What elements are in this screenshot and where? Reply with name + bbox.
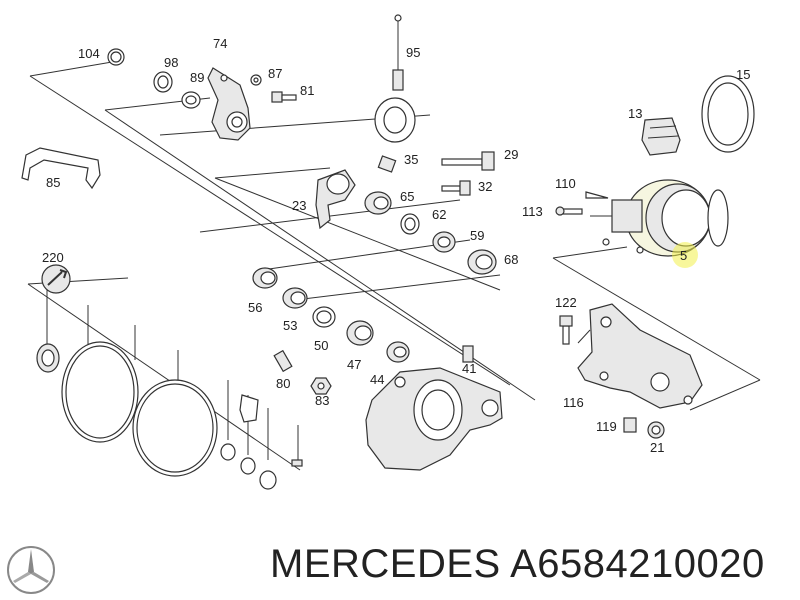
callout-119: 119 <box>596 419 617 434</box>
part-seal-rings-kit <box>36 341 303 490</box>
part-83-nut <box>310 377 332 395</box>
callout-41: 41 <box>462 361 476 376</box>
part-116-mounting-bracket <box>577 303 703 409</box>
part-13-boot <box>641 117 681 156</box>
callout-80: 80 <box>276 376 290 391</box>
callout-13: 13 <box>628 106 642 121</box>
callout-15: 15 <box>736 67 750 82</box>
part-81-bolt <box>271 91 297 103</box>
part-74-slack-adjuster <box>207 67 251 141</box>
callout-87: 87 <box>268 66 282 81</box>
part-housing-cover <box>365 367 503 471</box>
part-113-pin <box>555 206 583 216</box>
part-56-bushing <box>252 267 278 289</box>
callout-81: 81 <box>300 83 314 98</box>
callout-44: 44 <box>370 372 384 387</box>
part-110-pin <box>585 191 609 199</box>
part-35-fitting <box>377 155 397 173</box>
part-85-bracket <box>21 147 101 190</box>
part-number-title: MERCEDES A6584210020 <box>270 542 765 586</box>
callout-83: 83 <box>315 393 329 408</box>
part-220-kit-icon <box>41 264 71 294</box>
callout-29: 29 <box>504 147 518 162</box>
callout-35: 35 <box>404 152 418 167</box>
part-95-sensor <box>374 14 416 143</box>
part-122-bolt <box>559 315 573 345</box>
part-87-washer <box>250 74 262 86</box>
callout-56: 56 <box>248 300 262 315</box>
callout-59: 59 <box>470 228 484 243</box>
callout-50: 50 <box>314 338 328 353</box>
callout-122: 122 <box>555 295 577 310</box>
part-50-ring <box>312 306 336 328</box>
part-47-bushing <box>346 320 374 346</box>
part-80-pin <box>273 349 293 373</box>
part-29-bolt <box>441 151 495 171</box>
callout-113: 113 <box>522 204 543 219</box>
callout-220: 220 <box>42 250 64 265</box>
callout-74: 74 <box>213 36 227 51</box>
part-5-brake-chamber <box>590 179 729 257</box>
part-41-nipple <box>462 345 474 363</box>
part-62-ring <box>400 213 420 235</box>
callout-104: 104 <box>78 46 100 61</box>
part-21-nut <box>647 421 665 439</box>
part-53-bushing <box>282 287 308 309</box>
part-32-bolt <box>441 180 471 196</box>
callout-89: 89 <box>190 70 204 85</box>
part-65-bushing <box>364 191 392 215</box>
part-15-seal-ring <box>701 75 755 153</box>
mercedes-star-logo <box>7 546 55 594</box>
callout-53: 53 <box>283 318 297 333</box>
callout-labels: 104 98 89 74 87 81 95 15 13 85 35 29 23 … <box>42 36 750 455</box>
callout-5: 5 <box>680 248 687 263</box>
part-68-bushing <box>467 249 497 275</box>
callout-47: 47 <box>347 357 361 372</box>
highlight-marker <box>672 242 698 268</box>
part-119-bushing <box>623 417 637 433</box>
callout-62: 62 <box>432 207 446 222</box>
callout-110: 110 <box>555 176 576 191</box>
part-59-bushing <box>432 231 456 253</box>
callout-23: 23 <box>292 198 306 213</box>
callout-21: 21 <box>650 440 664 455</box>
callout-85: 85 <box>46 175 60 190</box>
callout-65: 65 <box>400 189 414 204</box>
guide-lines <box>27 61 761 471</box>
callout-68: 68 <box>504 252 518 267</box>
callout-95: 95 <box>406 45 420 60</box>
part-89-ring <box>181 91 201 109</box>
part-104-ring <box>107 48 125 66</box>
callout-116: 116 <box>563 395 584 410</box>
part-98-ring <box>153 71 173 93</box>
callout-32: 32 <box>478 179 492 194</box>
callout-98: 98 <box>164 55 178 70</box>
part-23-bracket <box>315 169 356 230</box>
part-44-bushing <box>386 341 410 363</box>
